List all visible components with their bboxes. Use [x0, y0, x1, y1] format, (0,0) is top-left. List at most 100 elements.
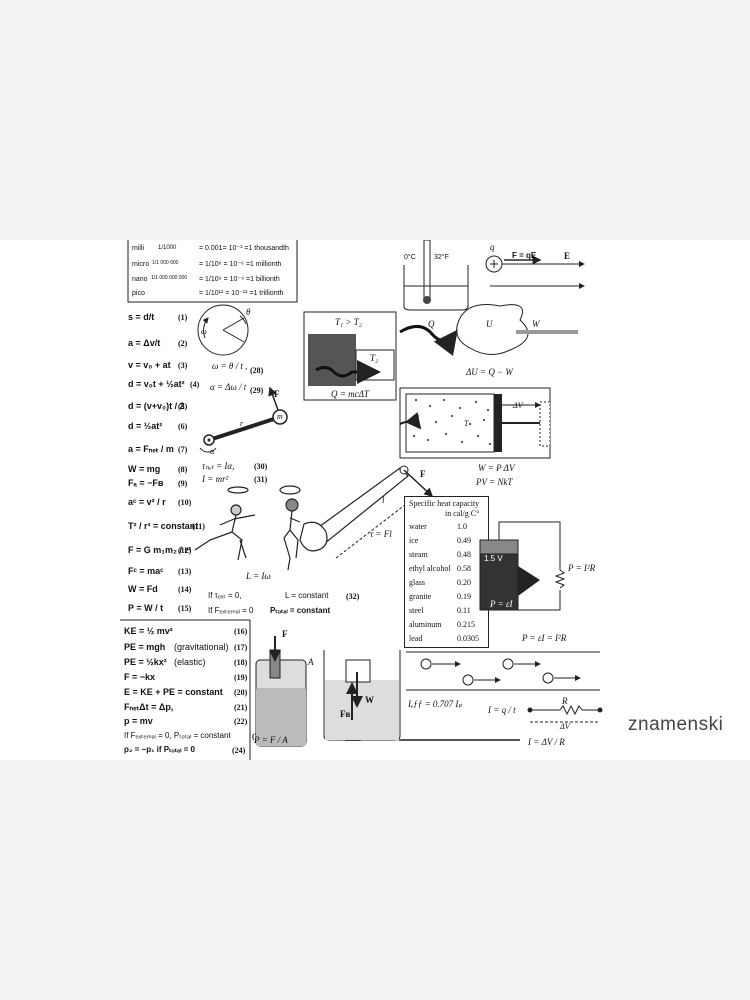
temperature-label: T [464, 419, 469, 428]
equation-number: (31) [254, 475, 268, 484]
equation-number: (19) [234, 673, 248, 682]
angular-momentum-equation: L = Iω [246, 571, 271, 581]
prefix-fraction: 1/1000 [158, 245, 177, 251]
equation-note: (elastic) [174, 657, 206, 667]
equation-number: (22) [234, 717, 248, 726]
weight-label: W [365, 695, 374, 705]
equation-number: (11) [192, 522, 205, 531]
material-value: 0.58 [457, 564, 471, 573]
power-combined-equation: P = εI = I²R [522, 633, 567, 643]
equation: PE = mgh [124, 642, 166, 652]
angular-velocity-equation: ω = θ / t , [212, 361, 248, 371]
equation-number: (5) [178, 402, 188, 411]
first-law-equation: ΔU = Q − W [466, 367, 513, 377]
equation-number: (32) [346, 592, 360, 601]
material-name: ice [409, 536, 419, 545]
equation-number: (30) [254, 462, 268, 471]
equation-number: (6) [178, 422, 188, 431]
equation: PE = ½kx² [124, 657, 167, 667]
equation-number: (12) [178, 546, 192, 555]
charge-label: q [490, 242, 495, 252]
equation-number: (28) [250, 366, 264, 375]
torque-condition-result: L = constant [285, 591, 329, 600]
equation: E = KE + PE = constant [124, 687, 223, 697]
material-value: 0.0305 [457, 634, 479, 643]
equation: d = ½at² [128, 421, 163, 431]
field-label: E [564, 251, 571, 261]
omega-label: ω [201, 327, 207, 336]
equation: FₙₑₜΔt = Δp, [124, 702, 174, 712]
equation-number: (18) [234, 658, 248, 667]
buoyant-force-label: Fʙ [340, 709, 351, 719]
mass-label: m [277, 412, 283, 421]
prefix-fraction: 1/1 000 000 [152, 260, 179, 266]
material-name: lead [409, 634, 423, 643]
material-name: aluminum [409, 620, 442, 629]
ohms-law-equation: I = ΔV / R [528, 737, 565, 747]
material-name: glass [409, 578, 425, 587]
prefix-table-border [127, 240, 298, 303]
wrench-force-label: F [420, 469, 426, 479]
rotation-diagrams [194, 304, 434, 571]
equation-number: (3) [178, 361, 188, 370]
prefix-value: = 1/10⁶ = 10⁻⁶ =1 millionth [199, 261, 282, 268]
prefix-fraction: 1/1 000 000 000 [151, 275, 188, 281]
equation-number: (16) [234, 627, 248, 636]
material-value: 0.20 [457, 578, 471, 587]
work-label: W [532, 319, 540, 329]
momentum-condition-result: Pₜₒₜₐₗ = constant [270, 606, 331, 615]
prefix-value: = 1/10¹² = 10⁻¹² =1 trillionth [199, 290, 284, 297]
resistor-label: R [562, 696, 568, 706]
wrench-torque-equation: τ = Fl [370, 529, 392, 539]
wrench [299, 465, 434, 559]
equation-number: (15) [178, 604, 192, 613]
prefix-name: nano [132, 276, 148, 283]
pressure-equation: P = F / A [254, 735, 288, 745]
prefix-name: micro [132, 261, 150, 268]
prefix-value: = 1/10⁹ = 10⁻⁹ =1 billionth [199, 276, 280, 283]
momentum-condition: If Fₑₓₜₑᵣₙₐₗ = 0 [208, 606, 254, 615]
effective-current-equation: Iₑƒƒ = 0.707 Iₚ [408, 699, 463, 709]
current-equation: I = q / t [488, 705, 516, 715]
table-unit: in cal/g C° [445, 509, 480, 518]
fluid-diagrams [255, 636, 401, 747]
potential-difference-label: ΔV [560, 722, 570, 731]
equation: a = Fₙₑₜ / m [128, 444, 174, 454]
prefix-name: milli [132, 245, 145, 252]
material-value: 0.48 [457, 550, 471, 559]
power-resistor-equation: P = I²R [568, 563, 596, 573]
specific-heat-table: Specific heat capacity in cal/g C° water… [404, 496, 489, 648]
equation: p₂ = −p₁ if Pₜₒₜₐₗ = 0 [124, 745, 196, 754]
fahrenheit-label: 32°F [434, 254, 449, 261]
skater-left [194, 486, 256, 561]
equation: s = d/t [128, 312, 155, 322]
equation-number: (17) [234, 643, 248, 652]
equation: KE = ½ mv² [124, 626, 173, 636]
equation-number: (7) [178, 445, 188, 454]
internal-energy-label: U [486, 319, 493, 329]
electricity-diagrams [345, 255, 603, 741]
area-label: A [308, 657, 314, 667]
equation: Fᶜ = maᶜ [128, 566, 164, 576]
inertia-equation: I = mr² [202, 474, 229, 484]
angular-acceleration-equation: α = Δω / t [210, 382, 247, 392]
equation-number: (8) [178, 465, 188, 474]
equation: W = Fd [128, 584, 158, 594]
material-name: ethyl alcohol [409, 564, 451, 573]
equation-number: (2) [178, 339, 188, 348]
equation-number: (4) [190, 380, 200, 389]
watermark: znamenski [628, 714, 724, 735]
fluid-force-label: F [282, 629, 288, 639]
equation-number: (29) [250, 386, 264, 395]
material-name: steel [409, 606, 424, 615]
material-value: 0.215 [457, 620, 475, 629]
equation-number: (21) [234, 703, 248, 712]
prefix-name: pico [132, 290, 145, 297]
ideal-gas-equation: PV = NkT [476, 477, 513, 487]
skater-right [279, 485, 301, 571]
work-equation: W = P ΔV [478, 463, 515, 473]
torque-equation: τₙₑₜ = Iα, [202, 461, 235, 471]
material-name: granite [409, 592, 432, 601]
equation: T² / r³ = constant [128, 521, 199, 531]
force-label: F [274, 389, 280, 399]
